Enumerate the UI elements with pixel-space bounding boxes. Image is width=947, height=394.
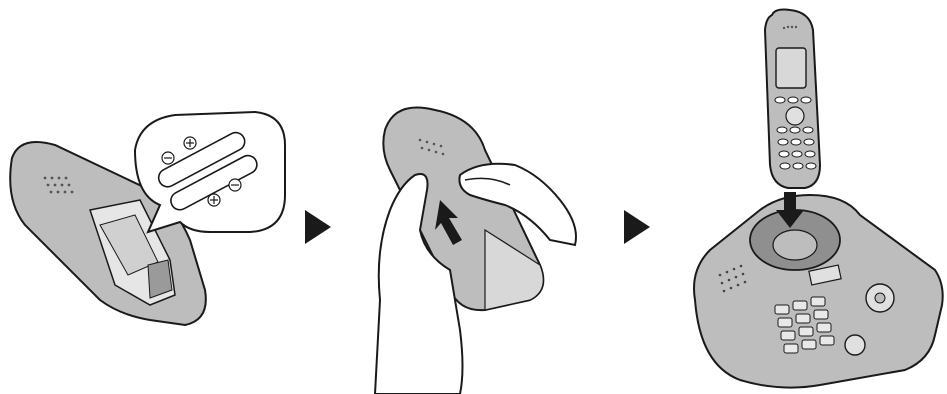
play-arrow-icon bbox=[624, 210, 650, 244]
play-arrow-icon bbox=[305, 210, 331, 244]
step-1-illustration bbox=[0, 0, 300, 394]
handset-place-on-base-icon bbox=[680, 0, 947, 394]
handset-battery-insert-icon bbox=[0, 0, 300, 394]
step-2-illustration bbox=[365, 0, 595, 394]
handset-cover-slide-icon bbox=[365, 0, 595, 394]
step-3-illustration bbox=[680, 0, 947, 394]
